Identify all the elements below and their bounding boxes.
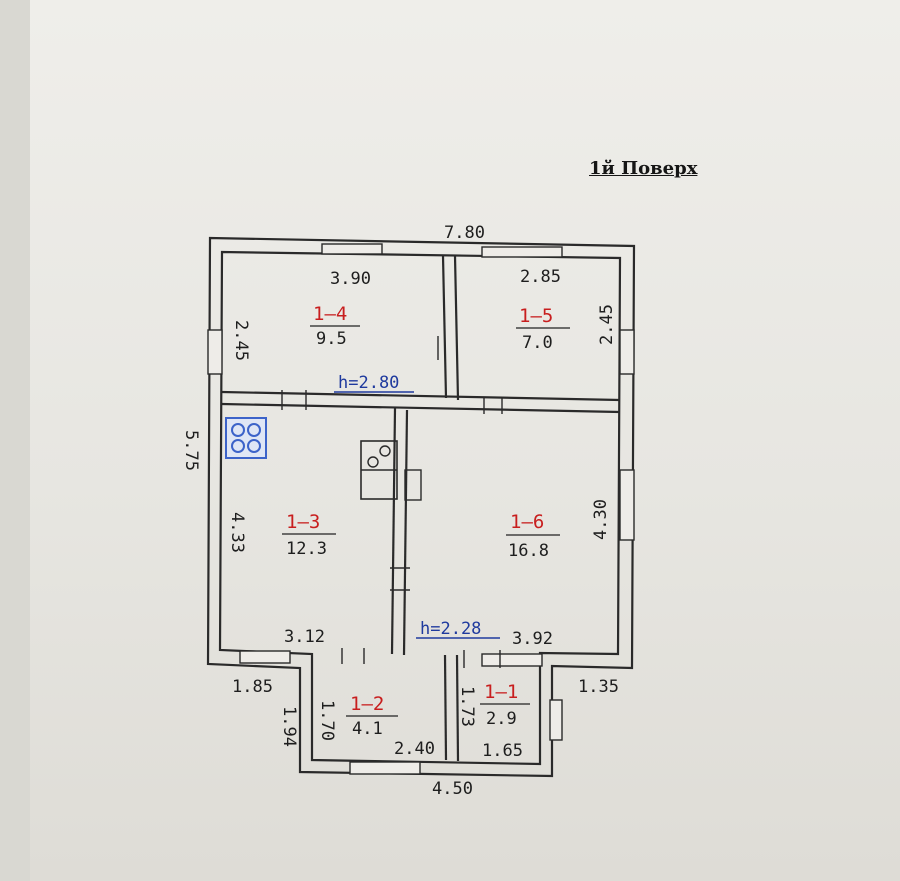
floor-title: 1й Поверх — [589, 158, 698, 179]
room-id: 1–6 — [510, 511, 544, 533]
room-1-3: 1–3 12.3 — [282, 511, 336, 559]
room-area: 12.3 — [286, 539, 327, 559]
room-1-6: 1–6 16.8 — [506, 511, 560, 561]
dimension-labels: 7.80 3.90 2.85 2.45 2.45 5.75 4.33 4.30 … — [181, 223, 619, 799]
height-upper: h=2.80 — [338, 373, 399, 393]
dim-room-1-5-depth: 2.45 — [597, 304, 617, 345]
room-area: 4.1 — [352, 719, 383, 739]
dim-total-width: 7.80 — [444, 223, 485, 243]
paper-sheet — [30, 0, 900, 881]
room-area: 16.8 — [508, 541, 549, 561]
dim-room-1-3-width: 3.12 — [284, 627, 325, 647]
dim-room-1-3-depth: 4.33 — [227, 512, 247, 553]
height-lower: h=2.28 — [420, 619, 481, 639]
dim-room-1-2-depth: 1.70 — [317, 700, 337, 741]
dim-room-1-2-width: 2.40 — [394, 739, 435, 759]
dim-room-1-4-depth: 2.45 — [231, 320, 251, 361]
room-id: 1–3 — [286, 511, 320, 533]
dim-total-depth: 5.75 — [181, 430, 201, 471]
room-id: 1–4 — [313, 303, 347, 325]
dim-room-1-1-depth: 1.73 — [457, 686, 477, 727]
room-area: 7.0 — [522, 333, 553, 353]
room-labels: 1–4 9.5 1–5 7.0 1–3 12.3 1–6 16.8 1–2 — [282, 303, 570, 739]
dim-right-offset: 1.35 — [578, 677, 619, 697]
windows — [207, 243, 635, 775]
interior-walls — [221, 255, 621, 762]
dim-left-offset: 1.85 — [232, 677, 273, 697]
dim-room-1-1-width: 1.65 — [482, 741, 523, 761]
dim-room-1-6-depth: 4.30 — [591, 499, 611, 540]
room-1-2: 1–2 4.1 — [346, 693, 398, 739]
room-1-5: 1–5 7.0 — [516, 305, 570, 353]
room-1-1: 1–1 2.9 — [480, 681, 530, 729]
doors — [281, 336, 503, 668]
dim-room-1-6-width: 3.92 — [512, 629, 553, 649]
room-area: 9.5 — [316, 329, 347, 349]
dim-room-1-5-width: 2.85 — [520, 267, 561, 287]
dim-room-1-4-width: 3.90 — [330, 269, 371, 289]
dim-vestibule-width: 4.50 — [432, 779, 473, 799]
room-id: 1–1 — [484, 681, 518, 703]
room-area: 2.9 — [486, 709, 517, 729]
room-id: 1–2 — [350, 693, 384, 715]
ceiling-heights: h=2.80 h=2.28 — [334, 373, 500, 639]
room-1-4: 1–4 9.5 — [310, 303, 360, 349]
dim-vestibule-depth: 1.94 — [279, 706, 299, 747]
stove-icon — [360, 440, 422, 501]
room-id: 1–5 — [519, 305, 553, 327]
boiler-icon — [225, 417, 267, 459]
